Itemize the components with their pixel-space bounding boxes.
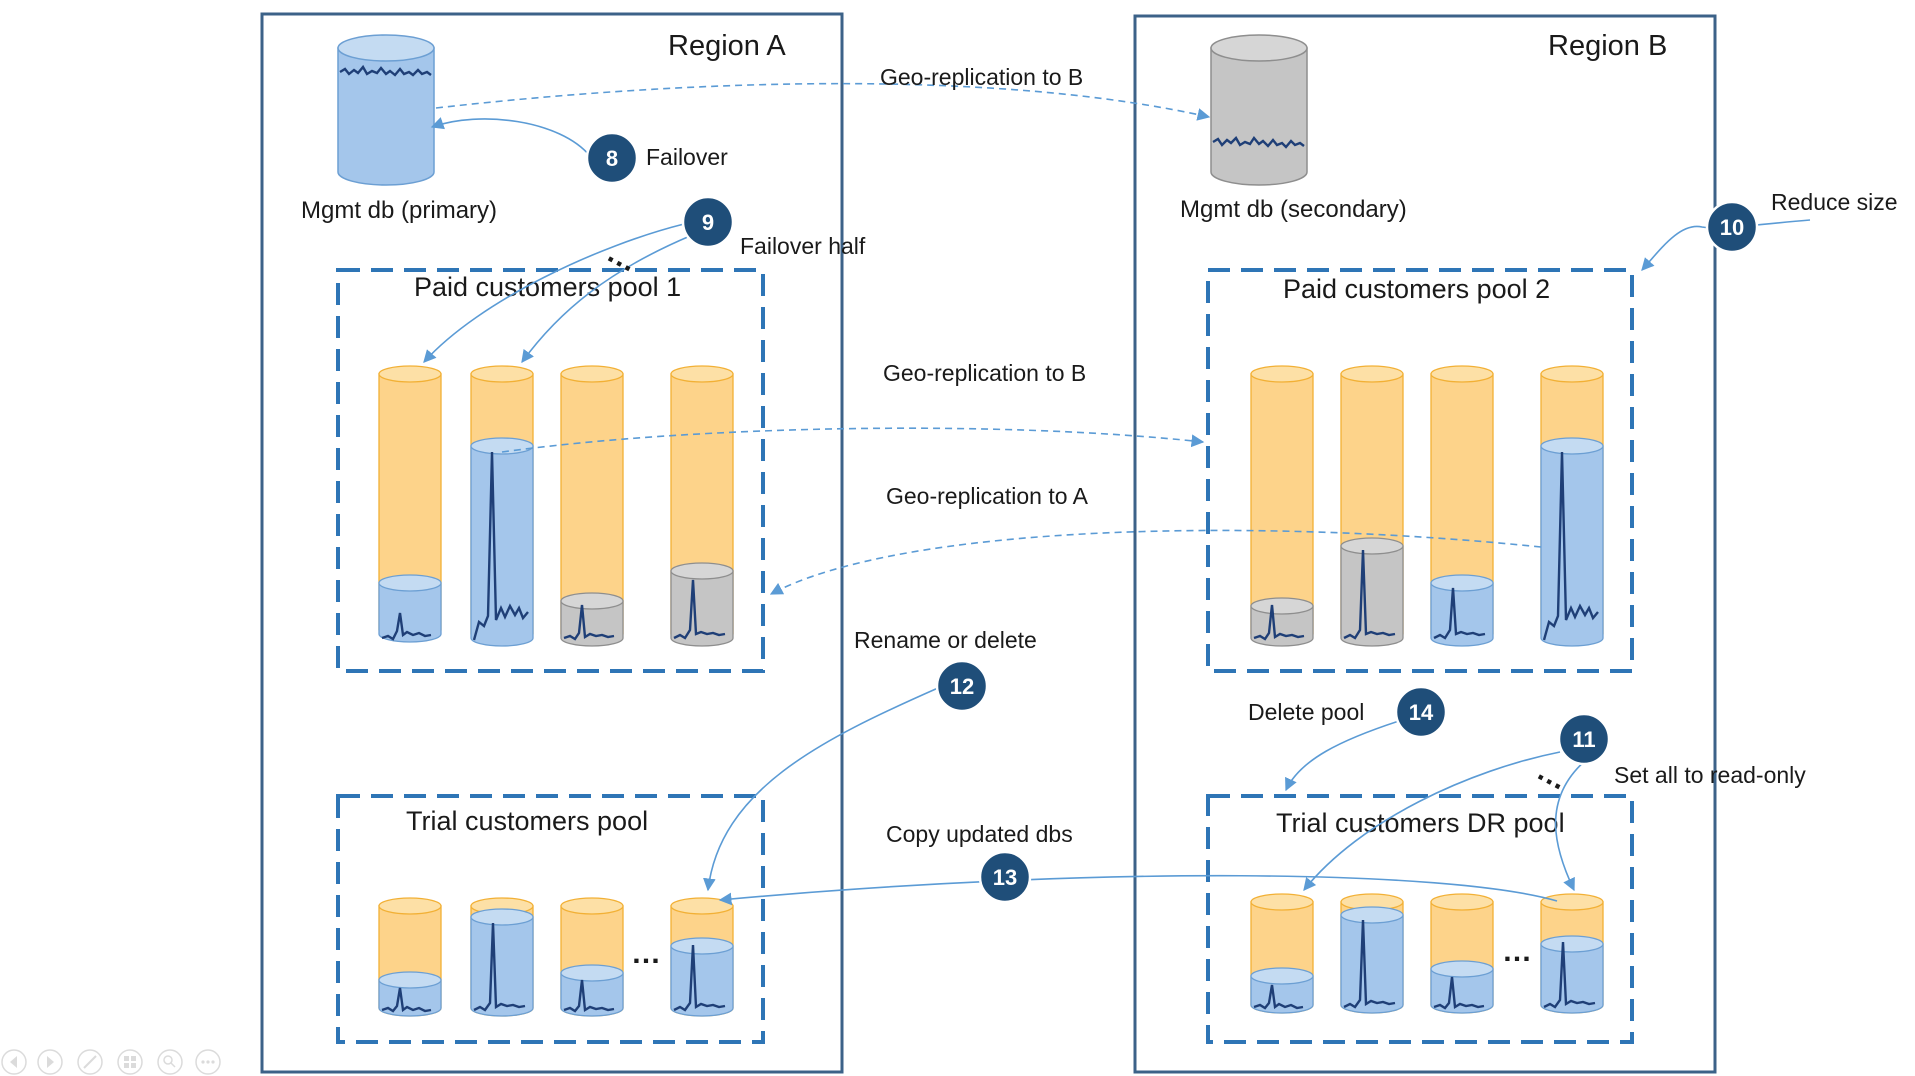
set-read-only-arrow-1 — [1303, 751, 1561, 891]
set-read-only-label: Set all to read-only — [1614, 762, 1806, 788]
rename-or-delete-arrow — [703, 687, 939, 892]
paid-pool-2-db-1 — [1250, 365, 1314, 647]
step-badge-10: 10 — [1705, 200, 1759, 254]
rename-or-delete-label: Rename or delete — [854, 627, 1037, 653]
trial-pool-box — [336, 794, 765, 1044]
pen-icon[interactable] — [77, 1049, 103, 1075]
svg-text:13: 13 — [993, 865, 1017, 890]
geo-replication-to-a-label: Geo-replication to A — [886, 483, 1089, 509]
failover-arrow — [430, 117, 591, 157]
svg-text:9: 9 — [702, 210, 714, 235]
geo-replication-to-b-mid-label: Geo-replication to B — [883, 360, 1086, 386]
copy-updated-arrow — [718, 874, 1558, 906]
step-badge-12: 12 — [935, 659, 989, 713]
geo-replication-mgmt-arrow — [435, 82, 1211, 121]
set-read-only-arrow-2 — [1554, 759, 1587, 892]
step-badge-8: 8 — [585, 131, 639, 185]
failover-half-arrow-1 — [423, 223, 685, 363]
reduce-size-label: Reduce size — [1771, 189, 1898, 215]
slides-grid-icon[interactable] — [117, 1049, 143, 1075]
trial-dr-pool-db-4 — [1540, 893, 1604, 1014]
zoom-icon[interactable] — [157, 1049, 183, 1075]
trial-pool-db-2 — [470, 897, 534, 1017]
paid-pool-1-db-3 — [560, 365, 624, 647]
region-a-box — [260, 12, 844, 1074]
trial-dr-pool-db-3 — [1430, 893, 1494, 1014]
trial-pool-title: Trial customers pool — [406, 806, 648, 836]
trial-dr-pool-db-1 — [1250, 893, 1314, 1014]
previous-slide-icon[interactable] — [1, 1049, 27, 1075]
mgmt-db-primary — [337, 34, 435, 186]
mgmt-db-secondary-label: Mgmt db (secondary) — [1180, 196, 1407, 223]
paid-pool-2-db-3 — [1430, 365, 1494, 647]
failover-half-arrow-2 — [521, 235, 691, 364]
region-a-title: Region A — [668, 30, 786, 62]
failover-half-label: Failover half — [740, 233, 866, 259]
mgmt-db-secondary — [1210, 34, 1308, 186]
next-slide-icon[interactable] — [37, 1049, 63, 1075]
delete-pool-label: Delete pool — [1248, 699, 1364, 725]
paid-pool-1-box — [336, 268, 765, 673]
trial-dr-pool-ellipsis: … — [1502, 935, 1532, 968]
paid-pool-2-db-2 — [1340, 365, 1404, 647]
region-b-box — [1133, 14, 1717, 1074]
presentation-toolbar — [1, 1049, 221, 1075]
trial-pool-db-4 — [670, 897, 734, 1017]
step-badge-14: 14 — [1394, 685, 1448, 739]
trial-pool-ellipsis: … — [631, 937, 661, 970]
svg-text:8: 8 — [606, 146, 618, 171]
paid-pool-2-db-4 — [1540, 365, 1604, 647]
svg-text:10: 10 — [1720, 215, 1744, 240]
copy-updated-dbs-label: Copy updated dbs — [886, 821, 1073, 847]
paid-pool-2-title: Paid customers pool 2 — [1283, 274, 1550, 304]
delete-pool-arrow — [1285, 719, 1403, 792]
geo-replication-pool-b-arrow — [501, 427, 1205, 453]
geo-replication-to-b-top-label: Geo-replication to B — [880, 64, 1083, 90]
step-badge-11: 11 — [1557, 712, 1611, 766]
svg-text:14: 14 — [1409, 700, 1434, 725]
trial-pool-db-1 — [378, 897, 442, 1017]
failover-label: Failover — [646, 144, 728, 170]
mgmt-db-primary-label: Mgmt db (primary) — [301, 197, 497, 224]
read-only-dots: … — [1532, 754, 1574, 797]
reduce-size-arrow — [1641, 219, 1811, 271]
geo-replication-pool-a-arrow — [769, 529, 1542, 595]
step-badge-13: 13 — [978, 850, 1032, 904]
region-b-title: Region B — [1548, 30, 1667, 62]
svg-text:12: 12 — [950, 674, 974, 699]
svg-text:11: 11 — [1572, 727, 1595, 752]
paid-pool-2-box — [1206, 268, 1634, 673]
paid-pool-1-db-2 — [470, 365, 534, 647]
trial-dr-pool-db-2 — [1340, 893, 1404, 1014]
step-badge-9: 9 — [681, 195, 735, 249]
trial-dr-pool-box — [1206, 794, 1634, 1044]
trial-pool-db-3 — [560, 897, 624, 1017]
trial-dr-pool-title: Trial customers DR pool — [1276, 808, 1565, 838]
paid-pool-1-title: Paid customers pool 1 — [414, 272, 681, 302]
more-options-icon[interactable] — [195, 1049, 221, 1075]
paid-pool-1-db-1 — [378, 365, 442, 643]
paid-pool-1-db-4 — [670, 365, 734, 647]
